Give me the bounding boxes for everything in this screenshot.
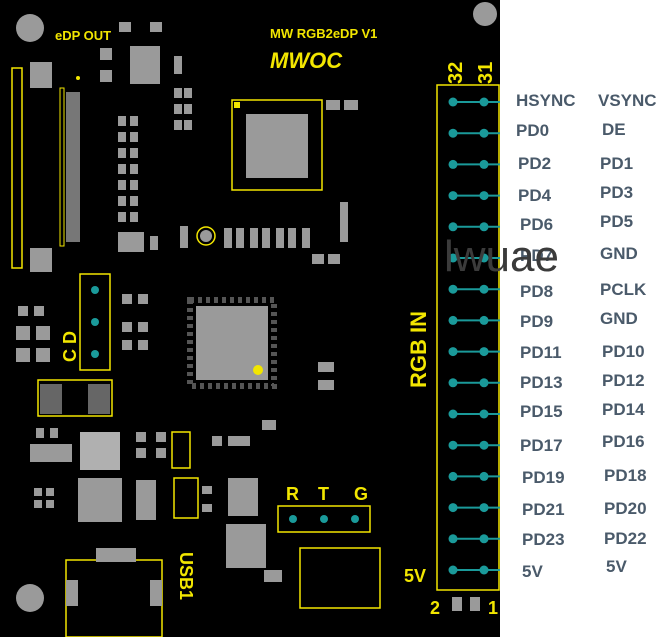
- pin-label-right: PD14: [602, 400, 645, 419]
- board-title: MW RGB2eDP V1: [270, 26, 377, 41]
- pad-2: [452, 597, 462, 611]
- usb-connector: [65, 548, 163, 637]
- pin-label-right: 5V: [606, 557, 627, 576]
- pcb-artwork: eDP OUT MW RGB2eDP V1 MWOC 32 31 2 1 RGB…: [11, 2, 500, 637]
- pin-label-left: PD0: [516, 121, 550, 140]
- pin-label-left: PD13: [520, 373, 563, 392]
- pin-label-left: PD21: [522, 500, 565, 519]
- header-pin-1-label: 1: [488, 598, 498, 618]
- usb-label: USB1: [176, 552, 196, 600]
- pin-label-right: PD22: [604, 529, 647, 548]
- mounting-hole-top-left: [16, 14, 44, 42]
- diode: [37, 379, 113, 417]
- pcb-board: eDP OUT MW RGB2eDP V1 MWOC 32 31 2 1 RGB…: [0, 0, 500, 637]
- fivev-silk-label: 5V: [404, 566, 426, 586]
- left-capacitors: [16, 294, 148, 362]
- pin-label-left: 5V: [522, 562, 543, 581]
- pin-label-left: PD17: [520, 436, 563, 455]
- edp-connector: [11, 62, 80, 272]
- pin-label-left: PD23: [522, 530, 565, 549]
- center-row-parts: [180, 202, 348, 264]
- mcu-qfn: [187, 297, 277, 389]
- watermark-text: lwuae: [444, 232, 559, 281]
- pin-label-right: GND: [600, 309, 638, 328]
- cd-label: C D: [60, 331, 80, 362]
- pin-label-right: PD10: [602, 342, 645, 361]
- pin-label-left: PD7: [520, 246, 554, 265]
- mounting-hole-top-right: [473, 2, 497, 26]
- pin-label-right: PCLK: [600, 280, 647, 299]
- pin-label-right: DE: [602, 120, 626, 139]
- pin-label-right: GND: [600, 244, 638, 263]
- pin-label-left: HSYNC: [516, 91, 576, 110]
- rtg-header: [277, 505, 371, 533]
- pin-label-left: PD19: [522, 468, 565, 487]
- rgb-in-label: RGB IN: [406, 311, 431, 388]
- pin-label-left: PD2: [518, 154, 552, 173]
- pad-1: [470, 597, 480, 611]
- header-pin-2-label: 2: [430, 598, 440, 618]
- pin-label-left: PD4: [518, 186, 552, 205]
- header-pin-31: 31: [475, 62, 497, 84]
- cd-header: [79, 273, 111, 371]
- rgb-header: [436, 84, 500, 591]
- logo-text: MWOC: [270, 48, 343, 73]
- pin-label-right: PD18: [604, 466, 647, 485]
- main-ic-qfn: [231, 99, 323, 191]
- pin-label-left: PD6: [520, 215, 554, 234]
- pin-label-right: PD5: [600, 212, 634, 231]
- pin-label-left: PD9: [520, 312, 554, 331]
- small-smd-components: [100, 22, 358, 130]
- pin-label-left: PD11: [520, 343, 562, 362]
- g-label: G: [354, 484, 368, 504]
- pin-label-right: PD20: [604, 499, 647, 518]
- pin-label-right: PD1: [600, 154, 634, 173]
- edp-out-label: eDP OUT: [55, 28, 111, 43]
- pin-label-right: PD3: [600, 183, 634, 202]
- lower-components: [30, 362, 381, 609]
- t-label: T: [318, 484, 329, 504]
- header-pin-32: 32: [445, 62, 467, 84]
- r-label: R: [286, 484, 299, 504]
- pin-label-left: PD8: [520, 282, 554, 301]
- resistor-column: [118, 116, 158, 252]
- pin-label-left: PD15: [520, 402, 563, 421]
- pin-label-right: PD16: [602, 432, 645, 451]
- pin-label-right: PD12: [602, 371, 645, 390]
- mounting-hole-bottom-left: [16, 584, 44, 612]
- pin-label-right: VSYNC: [598, 91, 657, 110]
